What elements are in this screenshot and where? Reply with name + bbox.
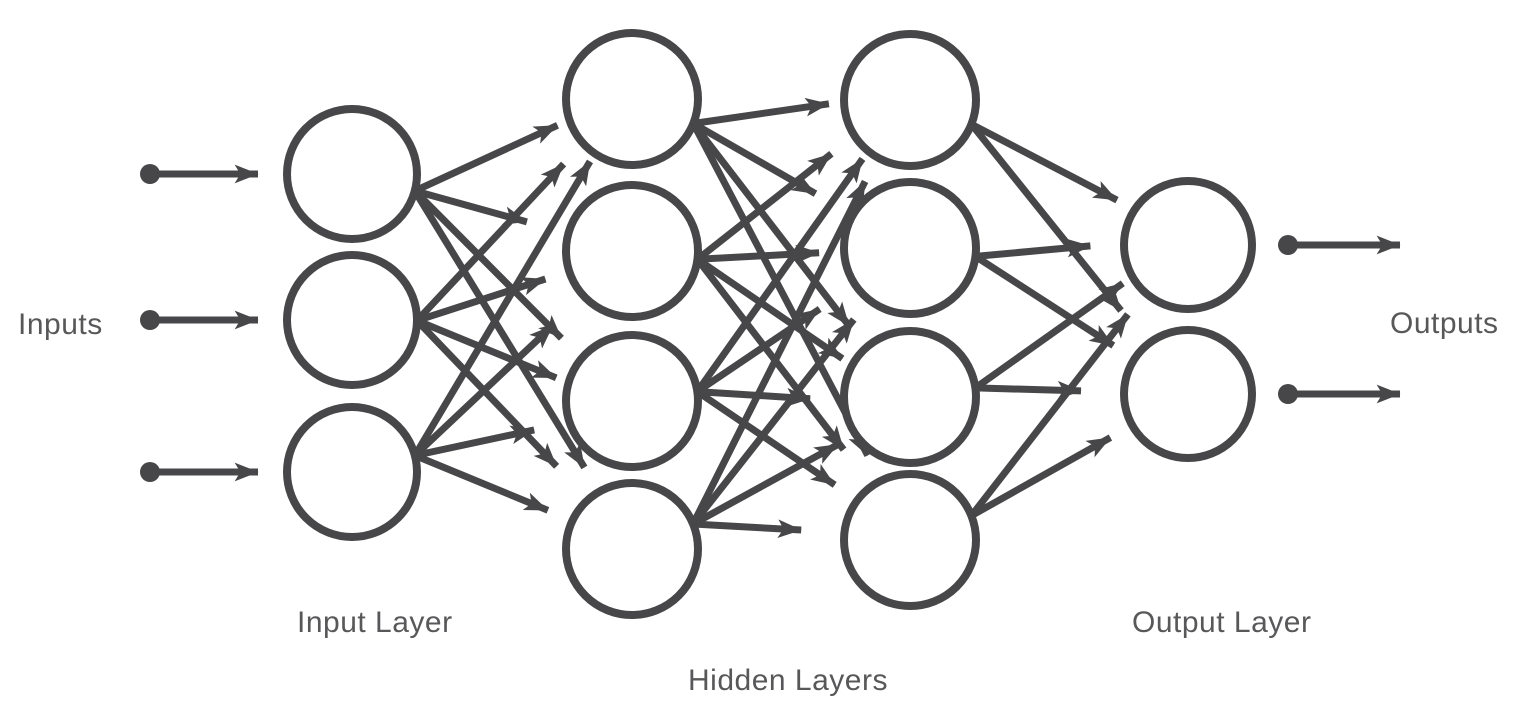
connection-arrow-hidden13-hidden22: [695, 306, 822, 395]
hidden2-node-1: [840, 30, 980, 170]
hidden2-node-4: [840, 470, 980, 610]
connection-arrow-hidden11-hidden21: [692, 97, 830, 127]
input-node-2: [283, 251, 421, 389]
connection-arrow-hidden14-hidden22: [690, 317, 857, 527]
connection-arrow-input3-hidden14: [413, 452, 550, 514]
connection-arrow-hidden14-hidden23: [691, 441, 840, 528]
connection-arrow-input2-hidden11: [414, 161, 567, 323]
connection-arrow-hidden22-output2: [973, 253, 1116, 349]
connections-group: [411, 97, 1131, 539]
connection-arrow-hidden21-output1: [969, 121, 1119, 204]
connection-arrow-hidden21-output2: [968, 122, 1124, 313]
connection-arrow-input1-hidden11: [413, 122, 559, 195]
connection-arrow-input1-hidden13: [412, 188, 564, 341]
hidden2-node-3: [840, 327, 980, 467]
hidden1-node-4: [562, 479, 702, 619]
connection-arrow-hidden12-hidden21: [695, 151, 834, 263]
label-inputs: Inputs: [18, 308, 103, 341]
hidden2-node-2: [840, 178, 980, 318]
connection-arrow-hidden24-output2: [969, 434, 1113, 519]
connection-arrow-input1-hidden12: [413, 187, 528, 226]
connection-arrow-input1-hidden14: [411, 189, 588, 470]
connection-arrow-hidden12-hidden23: [695, 256, 845, 362]
output-node-1: [1120, 177, 1256, 313]
connection-arrow-hidden22-output1: [975, 238, 1091, 260]
output-node-2: [1120, 326, 1256, 462]
input-arrow-dot-2: [140, 310, 160, 330]
label-hidden-layers: Hidden Layers: [688, 664, 888, 697]
hidden1-node-1: [562, 29, 702, 169]
connection-arrow-input3-hidden13: [414, 425, 535, 459]
input-node-3: [283, 403, 421, 541]
connection-arrow-hidden11-hidden24: [690, 121, 871, 458]
hidden1-node-2: [562, 181, 702, 321]
connection-arrow-hidden13-hidden24: [695, 388, 837, 488]
connection-arrow-hidden12-hidden24: [694, 257, 847, 452]
connection-arrow-input3-hidden11: [411, 159, 594, 458]
hidden1-node-3: [562, 331, 702, 471]
connection-arrow-hidden23-output2: [975, 380, 1082, 400]
label-input-layer: Input Layer: [297, 606, 453, 639]
nodes-group: [283, 29, 1256, 619]
label-outputs: Outputs: [1390, 307, 1499, 340]
input-arrow-dot-1: [140, 164, 160, 184]
connection-arrow-input2-hidden12: [415, 275, 547, 324]
connection-arrow-hidden14-hidden24: [692, 519, 802, 539]
io-arrows-group: [140, 164, 1401, 482]
input-arrow-dot-3: [140, 462, 160, 482]
input-node-1: [283, 105, 421, 243]
label-output-layer: Output Layer: [1132, 606, 1312, 639]
connection-arrow-hidden11-hidden23: [690, 121, 852, 328]
connection-arrow-hidden14-hidden21: [689, 179, 869, 526]
connection-arrow-hidden24-output1: [968, 312, 1131, 518]
connection-arrow-hidden23-output1: [973, 280, 1125, 391]
connection-arrow-hidden13-hidden21: [694, 156, 866, 394]
output-arrow-dot-1: [1278, 235, 1298, 255]
connection-arrow-input3-hidden12: [412, 323, 556, 459]
output-arrow-dot-2: [1278, 384, 1298, 404]
connection-arrow-input2-hidden13: [415, 317, 558, 382]
